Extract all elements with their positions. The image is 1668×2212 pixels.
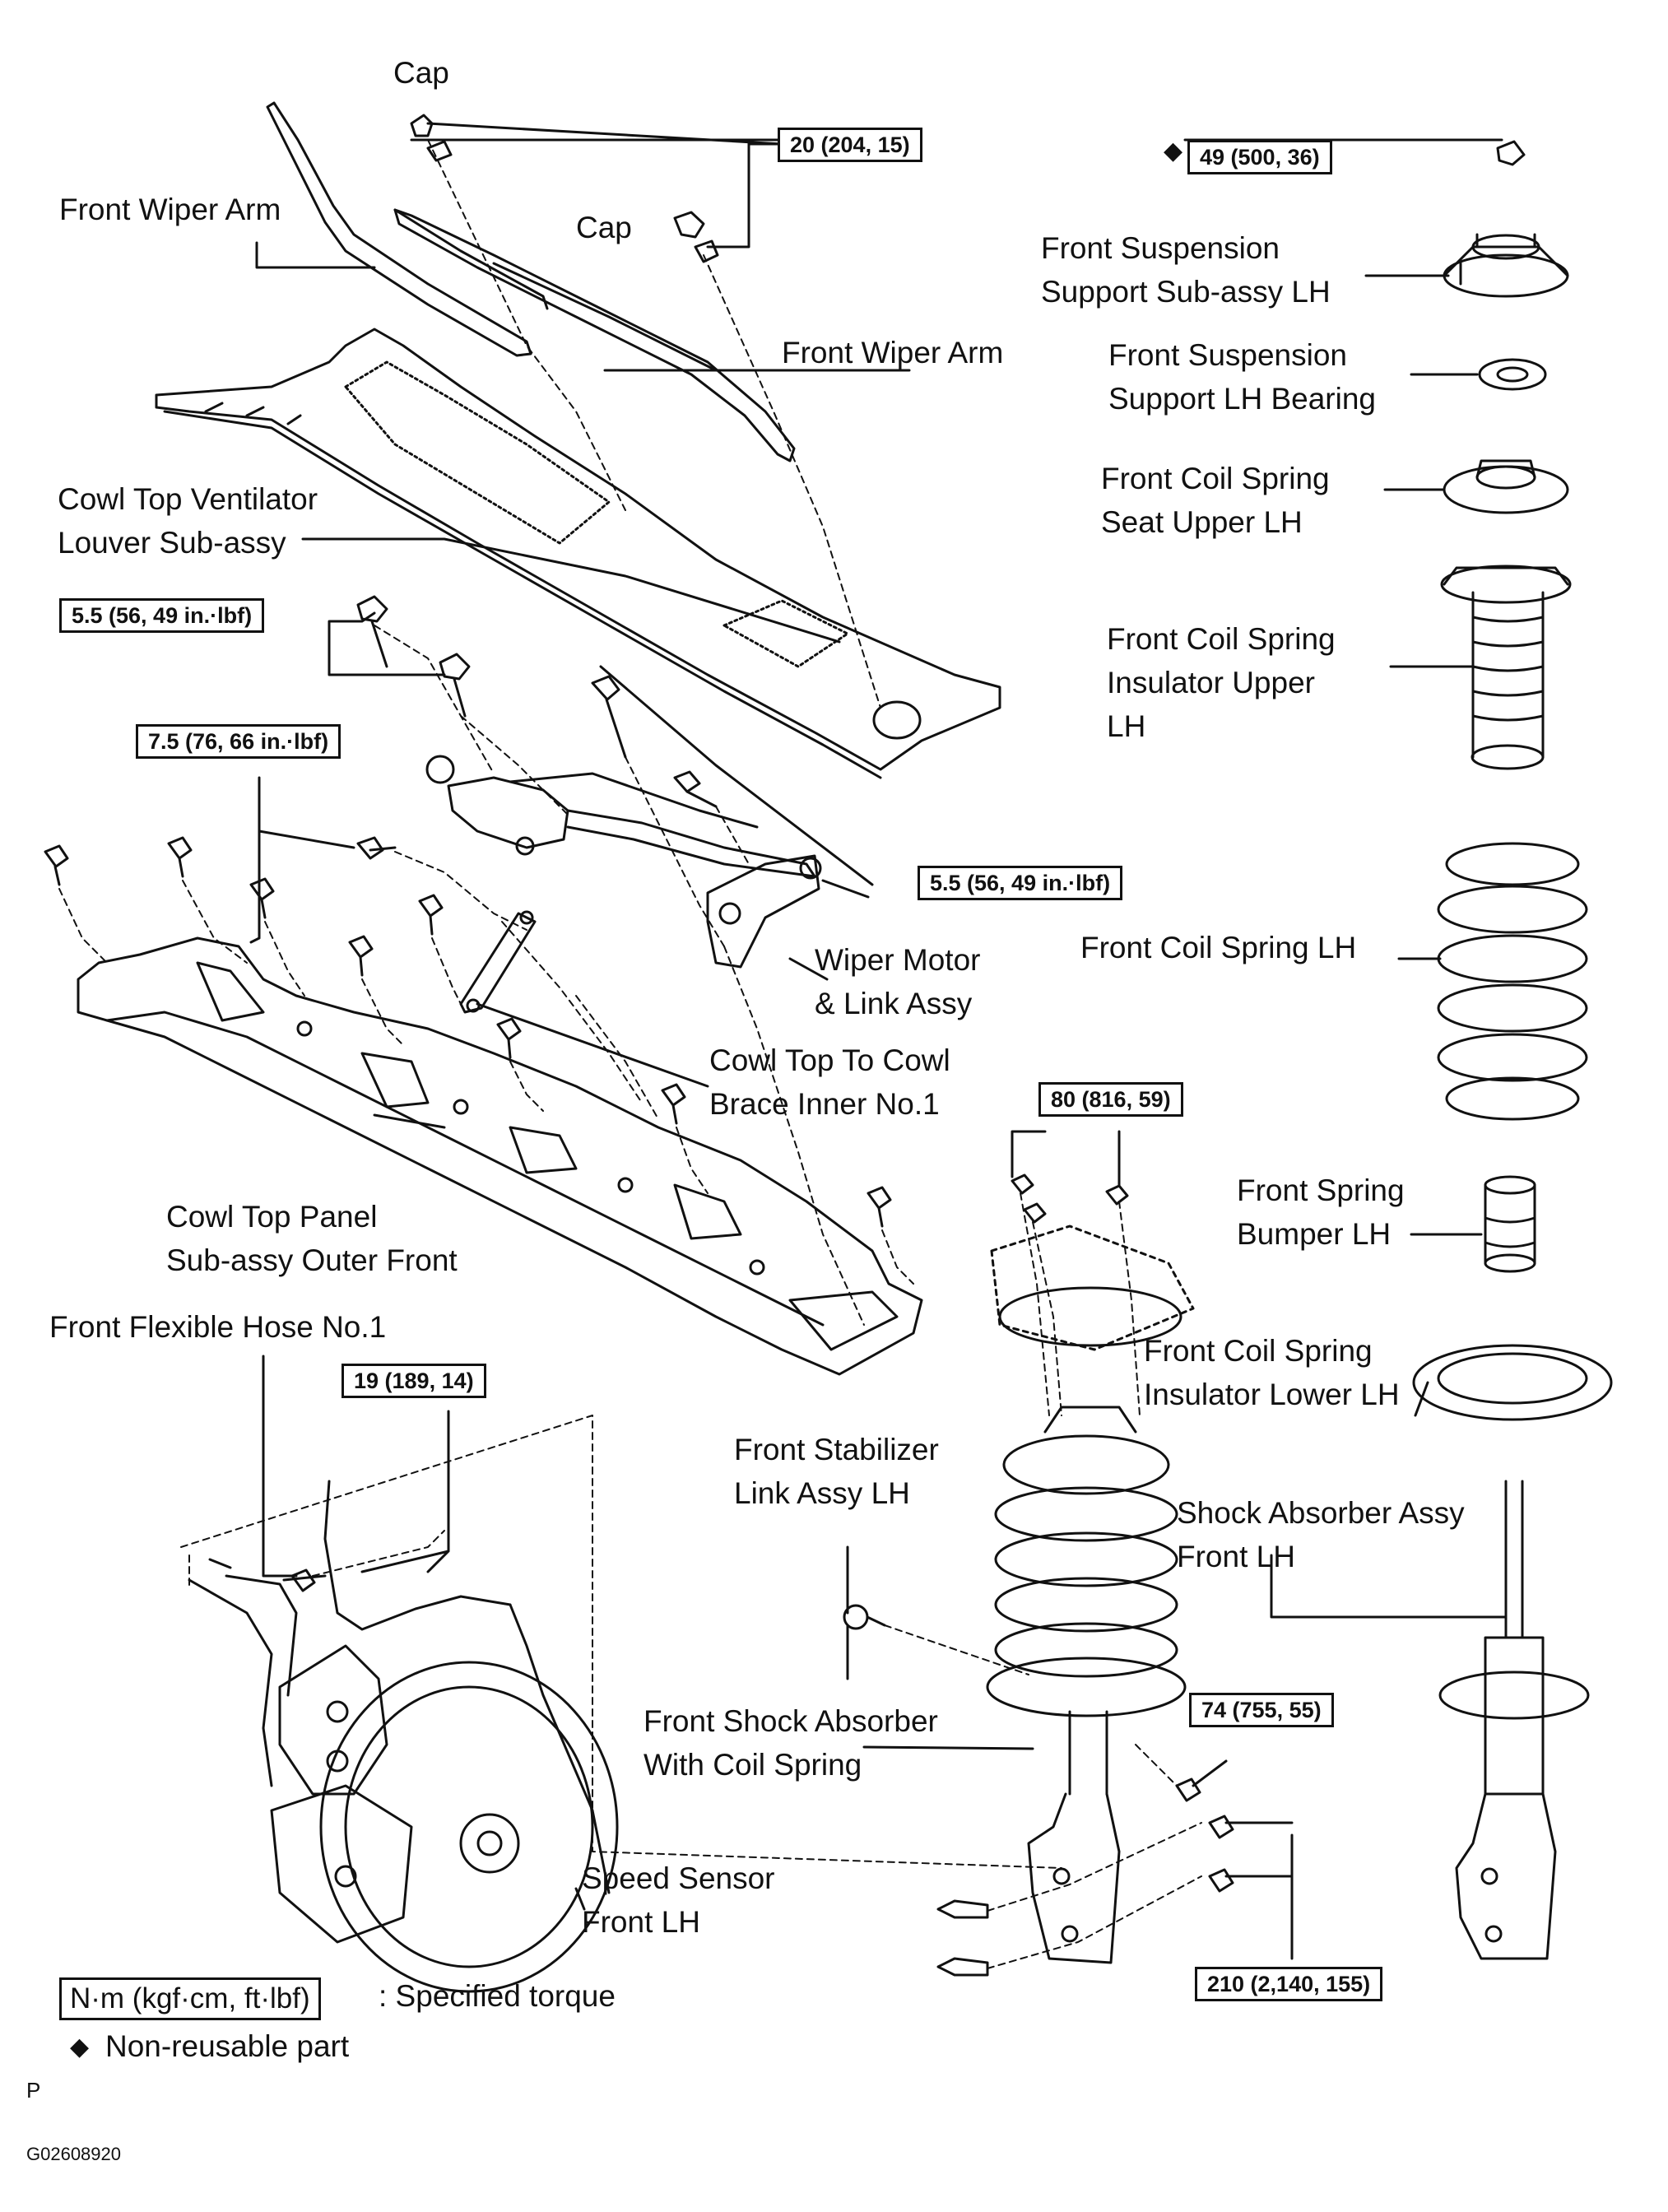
front-wiper-arm-right-part <box>393 208 796 462</box>
susp-support-label: Front Suspension Support Sub-assy LH <box>1041 226 1331 314</box>
shock-absorber-line-1: Shock Absorber Assy <box>1177 1496 1465 1530</box>
front-suspension-support-part <box>1443 233 1569 298</box>
shock-absorber-line-2: Front LH <box>1177 1540 1295 1573</box>
front-spring-bumper-part <box>1484 1175 1536 1273</box>
stabilizer-link-line-2: Link Assy LH <box>734 1476 910 1510</box>
cowl-panel-line-1: Cowl Top Panel <box>166 1200 378 1234</box>
assembly-dashed-lines <box>58 139 1202 1969</box>
legend-diamond-icon: ◆ <box>70 2033 90 2061</box>
legend-unit-description: : Specified torque <box>379 1979 616 2013</box>
front-wiper-arm-right-label: Front Wiper Arm <box>782 336 1004 369</box>
wiper-motor-line-1: Wiper Motor <box>815 943 981 977</box>
stabilizer-link-line-1: Front Stabilizer <box>734 1433 939 1466</box>
fasteners <box>44 114 1526 1977</box>
spring-seat-line-1: Front Coil Spring <box>1101 462 1330 495</box>
cowl-brace-part <box>459 910 537 1014</box>
front-coil-spring-insulator-upper-part <box>1440 565 1572 770</box>
shock-with-spring-line-1: Front Shock Absorber <box>644 1704 938 1738</box>
insulator-lower-line-1: Front Coil Spring <box>1144 1334 1373 1368</box>
insulator-upper-line-2: Insulator Upper <box>1107 666 1315 699</box>
spring-seat-line-2: Seat Upper LH <box>1101 505 1303 539</box>
legend-unit-box: N·m (kgf·cm, ft·lbf) <box>59 1977 321 2020</box>
non-reusable-diamond-icon: ◆ <box>1164 137 1183 165</box>
shock-absorber-label: Shock Absorber Assy Front LH <box>1177 1491 1465 1578</box>
cowl-top-panel-part <box>77 936 923 1376</box>
flex-hose-label: Front Flexible Hose No.1 <box>49 1310 387 1344</box>
insulator-lower-line-2: Insulator Lower LH <box>1144 1378 1400 1411</box>
insulator-upper-line-1: Front Coil Spring <box>1107 622 1336 656</box>
cowl-top-ventilator-label: Cowl Top Ventilator Louver Sub-assy <box>58 477 318 565</box>
torque-box-49: 49 (500, 36) <box>1187 140 1332 174</box>
brake-disc-knuckle-part <box>270 1644 619 1993</box>
torque-box-5-5-lower: 5.5 (56, 49 in.·lbf) <box>918 866 1123 900</box>
shock-with-spring-line-2: With Coil Spring <box>644 1748 862 1782</box>
cap-top-label: Cap <box>393 56 449 90</box>
figure-id: G02608920 <box>26 2144 121 2164</box>
susp-bearing-line-1: Front Suspension <box>1108 338 1348 372</box>
wiper-motor-label: Wiper Motor & Link Assy <box>815 938 980 1025</box>
coil-spring-label: Front Coil Spring LH <box>1080 931 1357 964</box>
susp-bearing-line-2: Support LH Bearing <box>1108 382 1376 416</box>
front-suspension-bearing-part <box>1478 358 1547 391</box>
shock-absorber-assy-part <box>1438 1480 1590 1960</box>
torque-box-20: 20 (204, 15) <box>778 128 922 162</box>
susp-support-line-2: Support Sub-assy LH <box>1041 275 1331 309</box>
torque-box-5-5-upper: 5.5 (56, 49 in.·lbf) <box>59 598 265 633</box>
insulator-upper-line-3: LH <box>1107 709 1146 743</box>
front-coil-spring-insulator-lower-part <box>1412 1344 1613 1421</box>
torque-box-210: 210 (2,140, 155) <box>1195 1967 1383 2001</box>
insulator-upper-label: Front Coil Spring Insulator Upper LH <box>1107 617 1336 748</box>
torque-box-7-5: 7.5 (76, 66 in.·lbf) <box>136 724 341 759</box>
spring-bumper-line-2: Bumper LH <box>1237 1217 1392 1251</box>
shock-with-spring-label: Front Shock Absorber With Coil Spring <box>644 1699 938 1787</box>
torque-box-74: 74 (755, 55) <box>1189 1693 1334 1727</box>
susp-bearing-label: Front Suspension Support LH Bearing <box>1108 333 1376 421</box>
front-coil-spring-part <box>1437 842 1588 1121</box>
spring-seat-label: Front Coil Spring Seat Upper LH <box>1101 457 1330 544</box>
cap-mid-label: Cap <box>576 211 632 244</box>
front-stabilizer-link-part <box>843 1604 886 1680</box>
cowl-panel-line-2: Sub-assy Outer Front <box>166 1243 458 1277</box>
cowl-brace-line-2: Brace Inner No.1 <box>709 1087 940 1121</box>
wiper-motor-line-2: & Link Assy <box>815 987 973 1020</box>
front-shock-absorber-with-coil-spring-part <box>986 1224 1195 1964</box>
cowl-top-ventilator-line-2: Louver Sub-assy <box>58 526 286 560</box>
insulator-lower-label: Front Coil Spring Insulator Lower LH <box>1144 1329 1400 1416</box>
spring-bumper-label: Front Spring Bumper LH <box>1237 1169 1405 1256</box>
torque-box-80: 80 (816, 59) <box>1038 1082 1183 1117</box>
wiper-motor-link-part <box>425 755 822 969</box>
torque-box-19: 19 (189, 14) <box>341 1364 486 1398</box>
speed-sensor-line-2: Front LH <box>582 1905 700 1939</box>
front-coil-spring-seat-part <box>1443 459 1569 514</box>
speed-sensor-line-1: Speed Sensor <box>582 1861 775 1895</box>
cowl-brace-line-1: Cowl Top To Cowl <box>709 1043 950 1077</box>
cowl-top-ventilator-louver-part <box>155 328 1001 779</box>
cowl-brace-label: Cowl Top To Cowl Brace Inner No.1 <box>709 1039 950 1126</box>
front-wiper-arm-left-label: Front Wiper Arm <box>59 193 281 226</box>
legend-nonreusable-text: Non-reusable part <box>105 2029 350 2063</box>
speed-sensor-label: Speed Sensor Front LH <box>582 1856 775 1944</box>
spring-bumper-line-1: Front Spring <box>1237 1173 1405 1207</box>
stabilizer-link-label: Front Stabilizer Link Assy LH <box>734 1428 939 1515</box>
cowl-panel-label: Cowl Top Panel Sub-assy Outer Front <box>166 1195 458 1282</box>
cowl-top-ventilator-line-1: Cowl Top Ventilator <box>58 482 318 516</box>
susp-support-line-1: Front Suspension <box>1041 231 1280 265</box>
page-mark: P <box>26 2078 41 2103</box>
